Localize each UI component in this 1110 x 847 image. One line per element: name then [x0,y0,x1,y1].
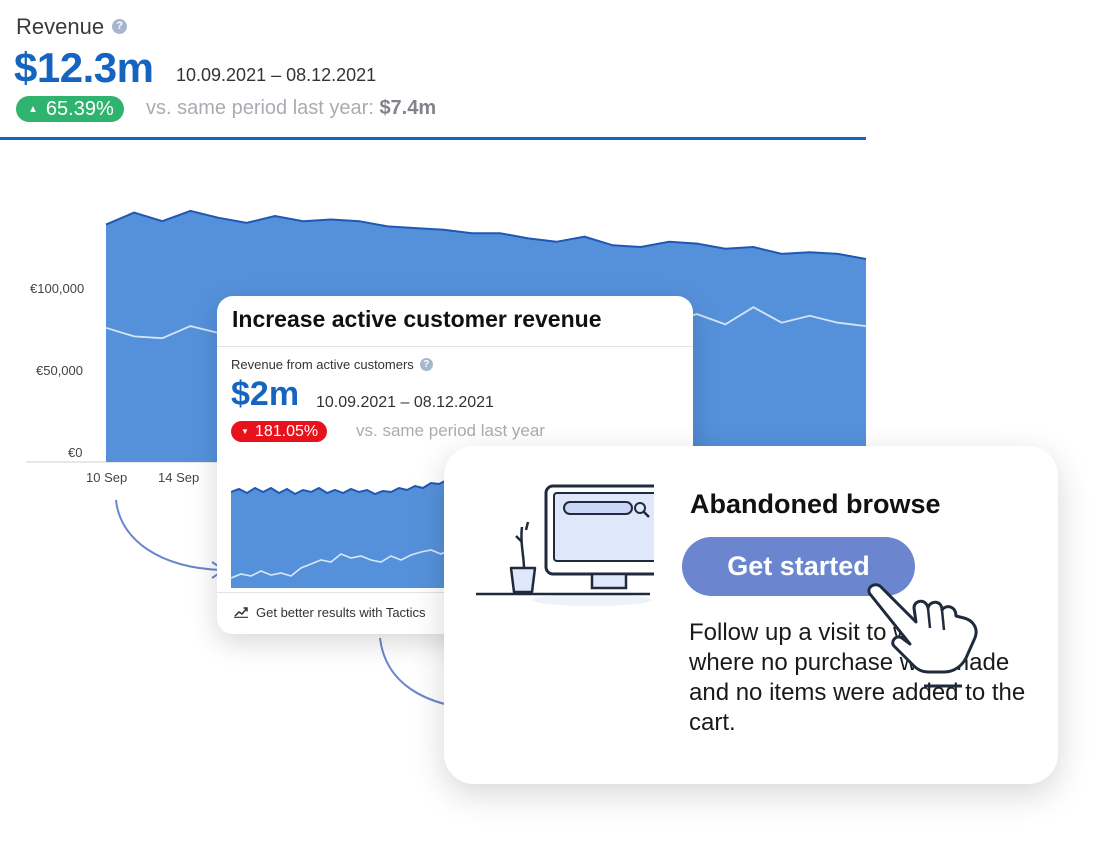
revenue-title: Revenue? [16,14,128,40]
revenue-comparison-label: vs. same period last year: [146,97,374,119]
card-change-value: 181.05% [254,423,319,440]
trending-up-icon [234,606,248,618]
tactic-title: Abandoned browse [690,489,941,519]
help-icon[interactable]: ? [419,358,433,372]
tactics-link[interactable]: Get better results with Tactics [234,605,426,620]
card-date-range: 10.09.2021 – 08.12.2021 [316,394,494,411]
divider [217,346,693,347]
monitor-search-icon [476,484,654,606]
revenue-change-value: 65.39% [45,98,114,120]
caret-down-icon: ▼ [241,427,249,436]
card-subtitle: Revenue from active customers? [231,357,433,372]
y-tick-label: €0 [68,445,83,460]
card-subtitle-label: Revenue from active customers [231,357,414,372]
revenue-change-badge: ▲ 65.39% [16,96,124,122]
y-tick-label: €50,000 [36,363,83,378]
caret-up-icon: ▲ [28,104,38,115]
card-title: Increase active customer revenue [232,306,602,332]
header-divider [0,137,866,140]
card-amount: $2m [231,375,300,413]
card-comparison: vs. same period last year [356,421,545,440]
hand-pointer-icon [867,583,978,688]
x-tick-label: 10 Sep [86,470,128,485]
abandoned-browse-card: Abandoned browse Get started Follow up a… [444,446,1058,784]
card-change-badge: ▼ 181.05% [231,421,328,442]
x-tick-label: 14 Sep [158,470,200,485]
revenue-date-range: 10.09.2021 – 08.12.2021 [176,65,377,85]
mini-area-chart [231,477,461,588]
revenue-comparison: vs. same period last year: $7.4m [146,97,436,120]
revenue-amount: $12.3m [14,44,154,91]
y-tick-label: €100,000 [30,281,85,296]
series-line [105,209,866,260]
revenue-title-label: Revenue [16,14,105,39]
help-icon[interactable]: ? [112,18,128,34]
tactics-link-label: Get better results with Tactics [256,605,426,620]
revenue-comparison-value: $7.4m [379,97,437,119]
